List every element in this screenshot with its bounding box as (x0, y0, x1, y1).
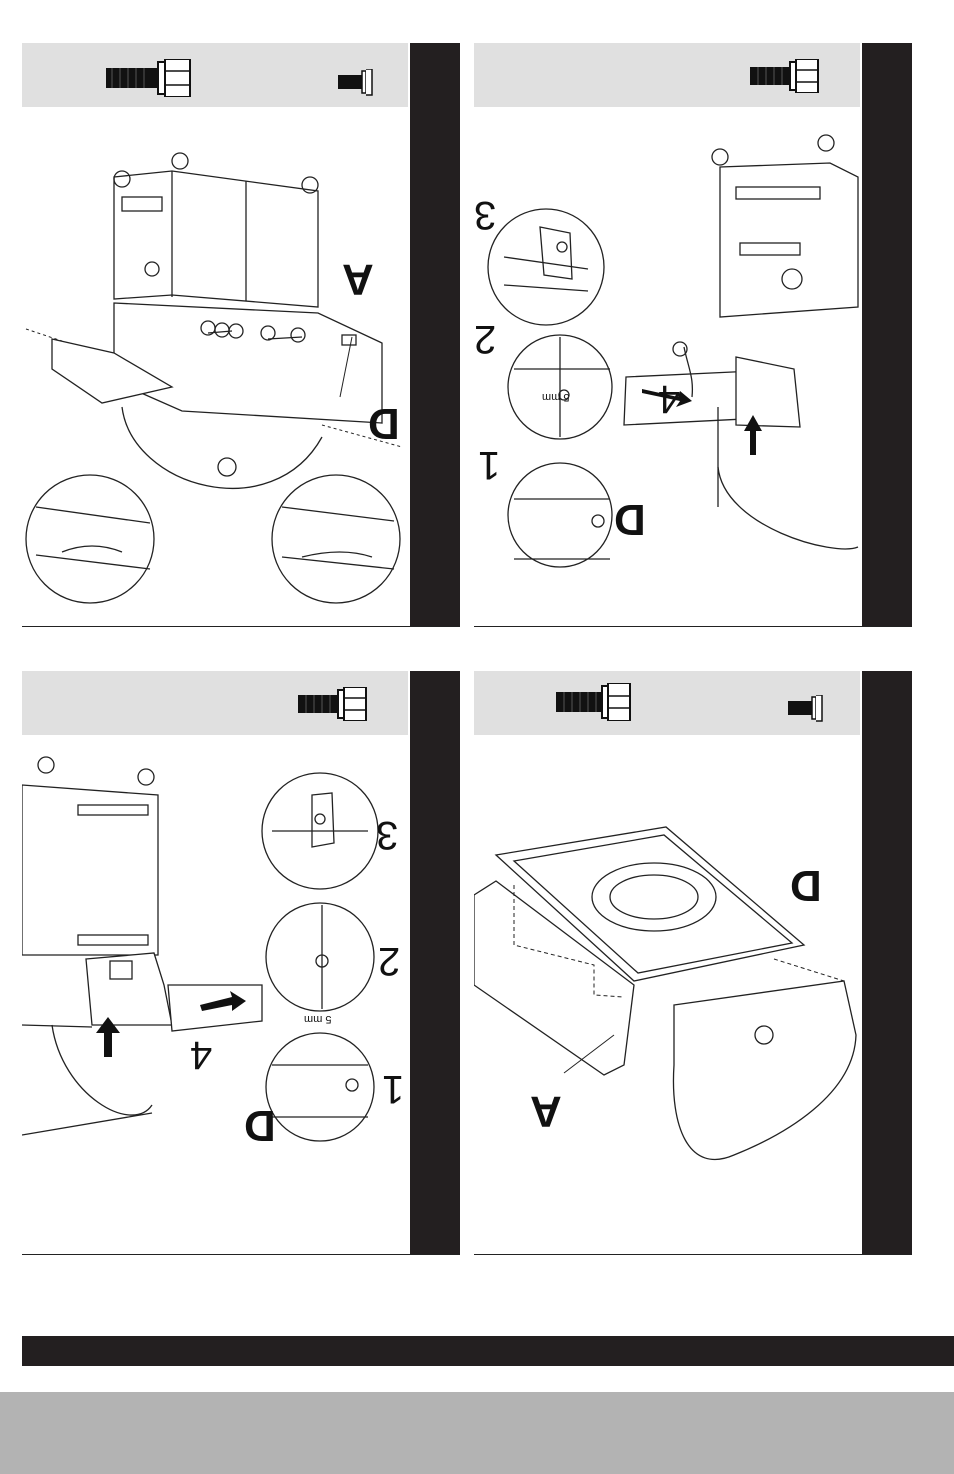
long-bolt-icon (750, 59, 822, 93)
hardware-header (474, 671, 860, 735)
hardware-header (22, 43, 408, 107)
part-label-d: D (244, 1103, 276, 1147)
section-sidebar (862, 43, 912, 626)
assembly-illustration (22, 107, 408, 626)
section-sidebar (862, 671, 912, 1254)
long-bolt-icon (106, 59, 196, 97)
measurement-label: 5 mm (542, 391, 570, 403)
part-label-d: D (790, 863, 822, 907)
step-number-2: 2 (378, 941, 400, 981)
panel-top-left: A D (22, 43, 460, 627)
section-sidebar (410, 43, 460, 626)
panel-bottom-right: D A (474, 671, 912, 1255)
short-bolt-icon (788, 695, 826, 723)
part-label-a: A (342, 257, 374, 301)
part-label-a: A (530, 1089, 562, 1133)
step-number-3: 3 (376, 815, 398, 855)
step-number-2: 2 (474, 319, 496, 359)
footer-bar (22, 1336, 954, 1366)
part-label-d: D (614, 497, 646, 541)
assembly-illustration (474, 735, 860, 1254)
long-bolt-icon (556, 683, 632, 721)
part-label-d: D (368, 401, 400, 445)
panel-bottom-left: 3 2 1 4 5 mm D (22, 671, 460, 1255)
panel-top-right: 3 2 1 4 5 mm D (474, 43, 912, 627)
step-number-4: 4 (190, 1035, 212, 1075)
hardware-header (474, 43, 860, 107)
assembly-illustration (22, 735, 408, 1254)
step-number-1: 1 (478, 445, 500, 485)
hardware-header (22, 671, 408, 735)
assembly-illustration (474, 107, 860, 626)
step-number-1: 1 (382, 1069, 404, 1109)
step-number-4: 4 (658, 379, 680, 419)
measurement-label: 5 mm (304, 1013, 332, 1025)
long-bolt-icon (298, 687, 370, 721)
step-number-3: 3 (474, 195, 496, 235)
section-sidebar (410, 671, 460, 1254)
footer-band (0, 1392, 954, 1474)
short-bolt-icon (338, 69, 376, 97)
